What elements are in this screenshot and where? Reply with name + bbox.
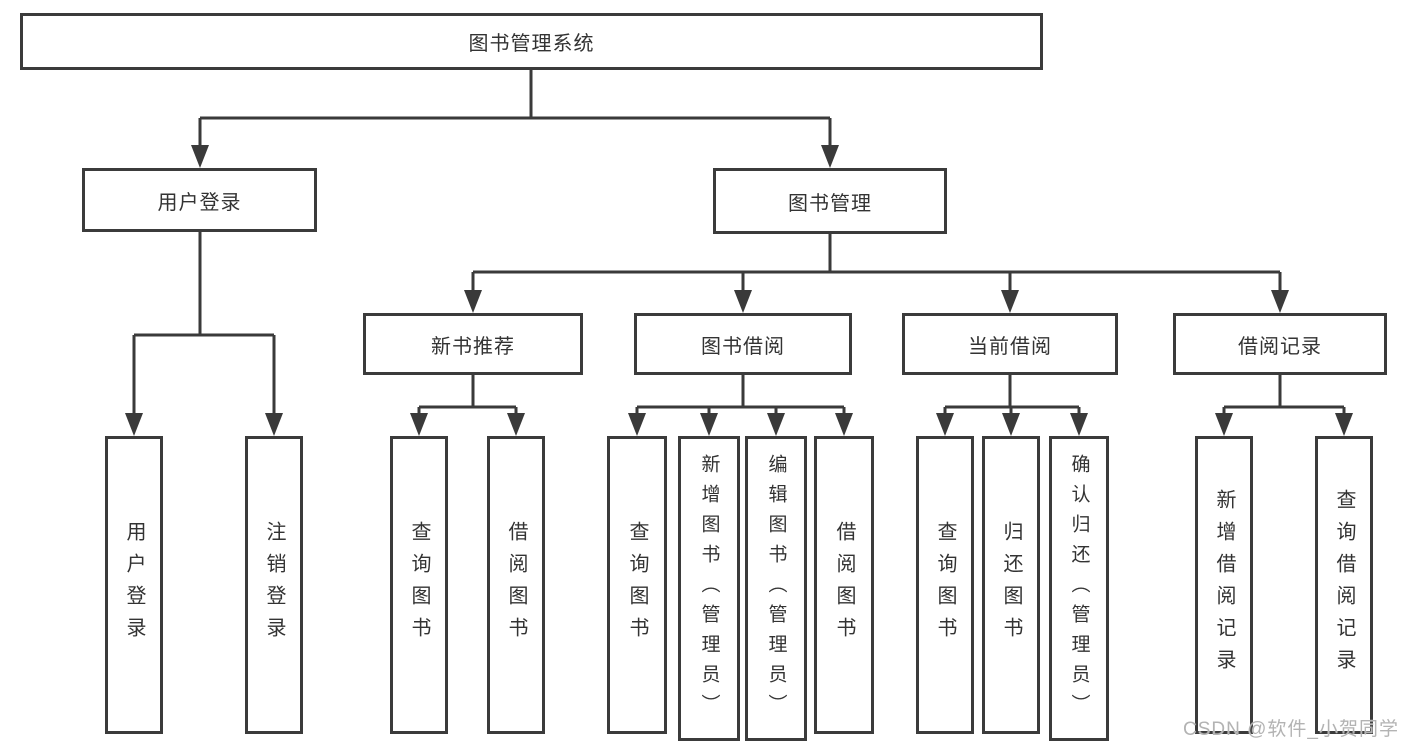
- leaf-user-login: 用户登录: [105, 436, 163, 734]
- leaf-logout: 注销登录: [245, 436, 303, 734]
- leaf-add-books-admin: 新增图书（管理员）: [678, 436, 740, 741]
- node-new-book-recommend: 新书推荐: [363, 313, 583, 375]
- leaf-edit-books-admin: 编辑图书（管理员）: [745, 436, 807, 741]
- leaf-query-books-recommend: 查询图书: [390, 436, 448, 734]
- node-book-management-label: 图书管理: [788, 192, 872, 215]
- leaf-borrow-books: 借阅图书: [814, 436, 874, 734]
- node-book-borrow-label: 图书借阅: [701, 335, 785, 358]
- node-user-login-label: 用户登录: [157, 191, 242, 214]
- node-book-management: 图书管理: [713, 168, 947, 234]
- node-borrow-records-label: 借阅记录: [1238, 335, 1322, 358]
- leaf-query-books-borrow: 查询图书: [607, 436, 667, 734]
- leaf-query-books-current: 查询图书: [916, 436, 974, 734]
- node-new-book-recommend-label: 新书推荐: [431, 335, 515, 358]
- node-current-borrow: 当前借阅: [902, 313, 1118, 375]
- leaf-query-borrow-record: 查询借阅记录: [1315, 436, 1373, 734]
- node-borrow-records: 借阅记录: [1173, 313, 1387, 375]
- node-root-system: 图书管理系统: [20, 13, 1043, 70]
- leaf-return-books: 归还图书: [982, 436, 1040, 734]
- node-user-login: 用户登录: [82, 168, 317, 232]
- leaf-borrow-books-recommend: 借阅图书: [487, 436, 545, 734]
- csdn-watermark: CSDN @软件_小贺同学: [1183, 719, 1399, 740]
- leaf-add-borrow-record: 新增借阅记录: [1195, 436, 1253, 734]
- leaf-confirm-return-admin: 确认归还（管理员）: [1049, 436, 1109, 741]
- node-book-borrow: 图书借阅: [634, 313, 852, 375]
- node-root-label: 图书管理系统: [468, 33, 595, 55]
- node-current-borrow-label: 当前借阅: [968, 335, 1052, 358]
